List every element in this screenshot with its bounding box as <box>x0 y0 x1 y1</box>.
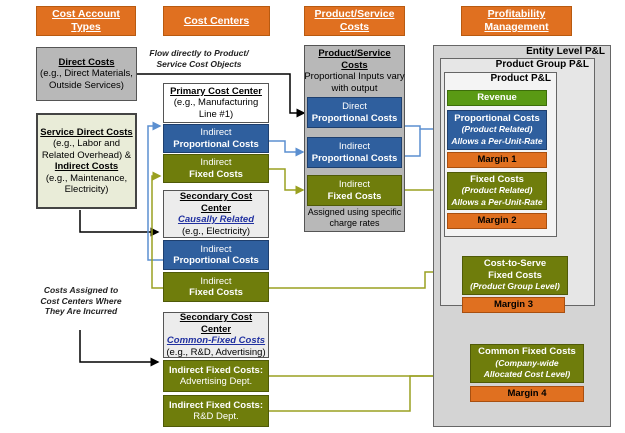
secondary-prop-line1: Indirect <box>200 243 232 255</box>
assigned-note: Costs Assigned to Cost Centers Where The… <box>40 285 122 316</box>
primary-prop-line2: Proportional Costs <box>173 138 259 150</box>
psc-indirect-proportional: Indirect Proportional Costs <box>307 137 402 168</box>
pl-fixed-title: Fixed Costs <box>470 173 524 185</box>
service-direct-costs-box: Service Direct Costs (e.g., Labor and Re… <box>36 113 137 209</box>
secondary-fixed-line1: Indirect <box>200 275 232 287</box>
direct-costs-title: Direct Costs <box>58 56 115 68</box>
common-sub2: Allocated Cost Level) <box>483 369 571 380</box>
direct-costs-desc: (e.g., Direct Materials, Outside Service… <box>40 68 133 91</box>
service-direct-title: Service Direct Costs <box>40 126 133 138</box>
entity-pl-title: Entity Level P&L <box>526 46 605 57</box>
header-cost-account-types: Cost Account Types <box>36 6 136 36</box>
indirect-fixed-advertising: Indirect Fixed Costs: Advertising Dept. <box>163 360 269 392</box>
pl-fixed-sub1: (Product Related) <box>461 185 533 196</box>
secondary-causal-desc: (e.g., Electricity) <box>181 225 251 237</box>
secondary-indirect-fixed: Indirect Fixed Costs <box>163 272 269 302</box>
secondary-prop-line2: Proportional Costs <box>173 255 259 266</box>
arrow-primary-fixed <box>268 168 305 195</box>
pl-proportional-costs: Proportional Costs (Product Related) All… <box>447 110 547 150</box>
arrow-primary-prop <box>268 140 305 157</box>
revenue-box: Revenue <box>447 90 547 106</box>
product-pl-title: Product P&L <box>490 73 551 84</box>
psc-indirect-line2: Proportional Costs <box>311 152 398 164</box>
margin-3: Margin 3 <box>462 297 565 313</box>
psc-indirect-fixed: Indirect Fixed Costs <box>307 175 402 206</box>
common-title: Common Fixed Costs <box>478 346 576 358</box>
secondary-cost-center-causal-box: Secondary Cost Center Causally Related (… <box>163 190 269 238</box>
primary-fixed-line1: Indirect <box>200 157 232 168</box>
primary-indirect-proportional: Indirect Proportional Costs <box>163 124 269 153</box>
indirect-costs-title: Indirect Costs <box>54 161 119 172</box>
pl-prop-sub2: Allows a Per-Unit-Rate <box>451 135 543 146</box>
secondary-indirect-proportional: Indirect Proportional Costs <box>163 240 269 270</box>
rd-line1: Indirect Fixed Costs: <box>169 399 263 411</box>
arrow-to-secondary-common <box>79 330 160 367</box>
psc-desc: Proportional Inputs vary with output <box>304 71 405 94</box>
adv-line1: Indirect Fixed Costs: <box>169 364 263 376</box>
adv-line2: Advertising Dept. <box>179 376 253 387</box>
flow-note: Flow directly to Product/ Service Cost O… <box>149 48 249 69</box>
cts-sub: (Product Group Level) <box>470 281 560 292</box>
margin-4: Margin 4 <box>470 386 584 402</box>
pl-fixed-sub2: Allows a Per-Unit-Rate <box>451 196 543 207</box>
pl-fixed-costs: Fixed Costs (Product Related) Allows a P… <box>447 172 547 210</box>
arrow-secondary-fixed-back <box>151 171 163 289</box>
psc-direct-line1: Direct <box>342 101 367 112</box>
psc-fixed-line1: Indirect <box>338 179 371 190</box>
rd-line2: R&D Dept. <box>193 411 239 422</box>
cost-to-serve-fixed: Cost-to-Serve Fixed Costs (Product Group… <box>462 256 568 295</box>
indirect-fixed-rd: Indirect Fixed Costs: R&D Dept. <box>163 395 269 427</box>
margin-1: Margin 1 <box>447 152 547 168</box>
primary-fixed-line2: Fixed Costs <box>189 168 243 180</box>
primary-cost-center-box: Primary Cost Center (e.g., Manufacturing… <box>163 83 269 123</box>
arrow-direct-flow <box>137 73 306 118</box>
primary-prop-line1: Indirect <box>200 127 232 138</box>
pl-prop-sub1: (Product Related) <box>461 124 533 135</box>
group-pl-title: Product Group P&L <box>495 59 589 70</box>
cts-title2: Fixed Costs <box>488 269 542 281</box>
primary-cc-title: Primary Cost Center <box>170 85 262 97</box>
header-profitability-management: Profitability Management <box>461 6 572 36</box>
cts-title1: Cost-to-Serve <box>483 258 547 270</box>
secondary-fixed-line2: Fixed Costs <box>189 287 243 298</box>
psc-direct-line2: Proportional Costs <box>311 112 398 124</box>
service-direct-desc2: (e.g., Maintenance, Electricity) <box>45 172 128 196</box>
psc-indirect-line1: Indirect <box>338 141 371 152</box>
primary-cc-desc: (e.g., Manufacturing Line #1) <box>173 97 259 120</box>
margin-2: Margin 2 <box>447 213 547 229</box>
secondary-causal-sub: Causally Related <box>177 214 255 225</box>
primary-indirect-fixed: Indirect Fixed Costs <box>163 154 269 183</box>
common-fixed-costs: Common Fixed Costs (Company-wide Allocat… <box>470 344 584 383</box>
psc-direct-proportional: Direct Proportional Costs <box>307 97 402 128</box>
psc-assigned-note: Assigned using specific charge rates <box>307 207 402 228</box>
psc-header: Product/Service Costs Proportional Input… <box>304 47 405 95</box>
psc-fixed-line2: Fixed Costs <box>327 190 382 202</box>
secondary-common-title: Secondary Cost Center <box>179 312 253 335</box>
service-direct-desc1: (e.g., Labor and Related Overhead) & <box>41 138 132 161</box>
secondary-common-desc: (e.g., R&D, Advertising) <box>166 346 266 358</box>
psc-title: Product/Service Costs <box>318 48 391 71</box>
pl-prop-title: Proportional Costs <box>454 112 540 124</box>
arrow-secondary-prop-back <box>147 121 163 261</box>
arrow-to-primary <box>79 210 160 237</box>
secondary-causal-title: Secondary Cost Center <box>179 191 253 214</box>
secondary-common-sub: Common-Fixed Costs <box>166 335 266 346</box>
secondary-cost-center-common-box: Secondary Cost Center Common-Fixed Costs… <box>163 312 269 358</box>
common-sub1: (Company-wide <box>495 357 559 368</box>
direct-costs-box: Direct Costs (e.g., Direct Materials, Ou… <box>36 47 137 101</box>
header-cost-centers: Cost Centers <box>163 6 270 36</box>
header-product-service-costs: Product/Service Costs <box>304 6 405 36</box>
